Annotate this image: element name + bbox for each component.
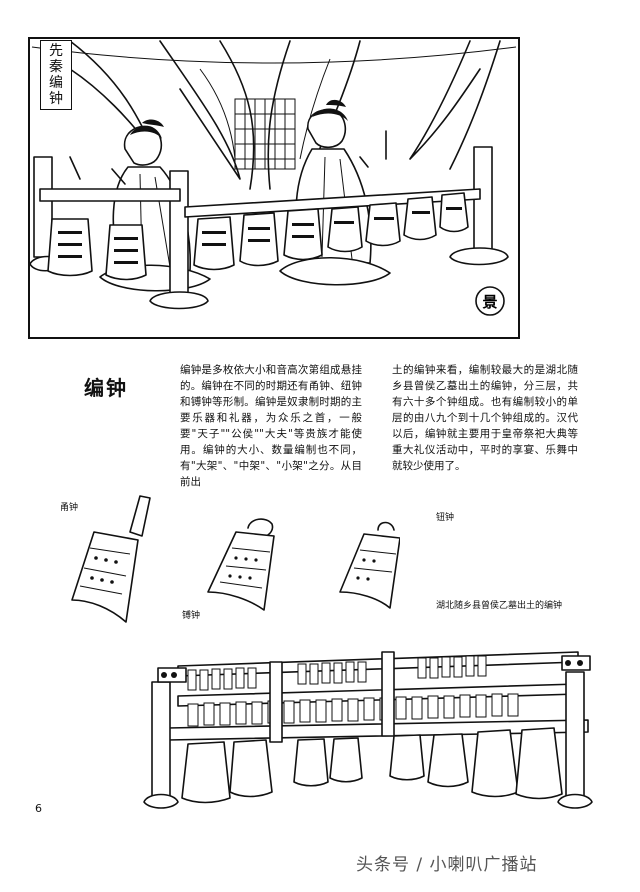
section-title: 编钟	[84, 376, 128, 400]
bo-zhong-bell	[207, 518, 275, 611]
bell-types-drawing	[71, 495, 400, 623]
page-number: 6	[35, 802, 42, 815]
caption-yong-zhong: 甬钟	[60, 503, 79, 513]
musicians-playing-bells-illustration: 景	[30, 40, 517, 316]
top-illustration-frame: 景	[28, 37, 520, 339]
caption-niu-zhong: 钮钟	[436, 513, 455, 523]
zeng-hou-yi-bell-set-drawing	[143, 651, 593, 809]
caption-bo-zhong: 镈钟	[182, 611, 201, 621]
niu-zhong-bell	[339, 521, 400, 609]
body-text-column-1: 编钟是多枚依大小和音高次第组成悬挂的。编钟在不同的时期还有甬钟、纽钟和镈钟等形制…	[180, 364, 362, 488]
label-char-1: 先	[49, 43, 63, 59]
label-char-4: 钟	[49, 91, 63, 107]
seal-text: 景	[482, 293, 497, 311]
body-text-column-2: 土的编钟来看，编制较最大的是湖北随乡县曾侯乙墓出土的编钟，分三层，共有六十多个钟…	[392, 364, 578, 472]
label-char-3: 编	[49, 75, 63, 91]
yong-zhong-bell	[71, 495, 151, 623]
caption-bottom-figure: 湖北随乡县曾侯乙墓出土的编钟	[436, 601, 563, 611]
illustration-label-box: 先 秦 编 钟	[40, 40, 72, 110]
watermark-text: 头条号 / 小喇叭广播站	[356, 855, 538, 875]
label-char-2: 秦	[49, 59, 63, 75]
